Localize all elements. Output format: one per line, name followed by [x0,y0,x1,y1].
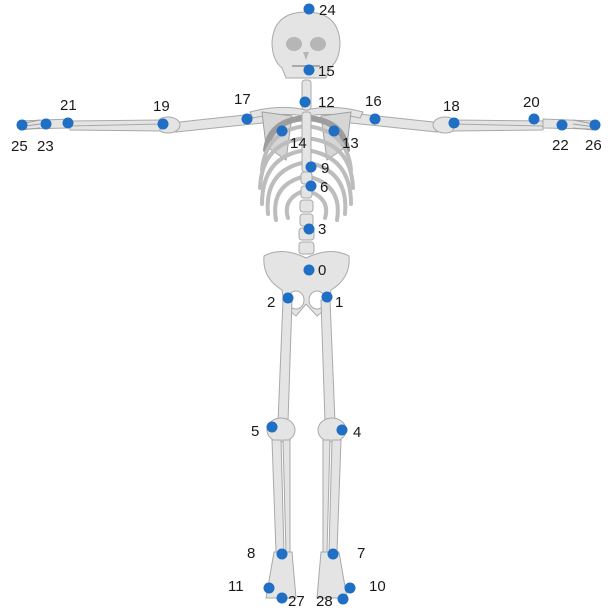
joint-marker-24 [304,4,315,15]
joint-marker-6 [306,181,317,192]
joint-label-22: 22 [552,137,569,154]
joint-marker-18 [449,118,460,129]
joint-marker-21 [63,118,74,129]
joint-marker-2 [283,293,294,304]
joint-marker-12 [300,97,311,108]
joint-label-21: 21 [60,97,77,114]
joint-label-20: 20 [523,94,540,111]
joint-marker-5 [267,422,278,433]
joint-marker-7 [328,549,339,560]
joint-label-15: 15 [318,63,335,80]
joint-label-11: 11 [228,578,244,595]
joint-marker-17 [242,114,253,125]
joint-label-5: 5 [251,423,259,440]
joint-marker-14 [277,126,288,137]
joint-marker-3 [304,224,315,235]
joint-marker-23 [41,119,52,130]
joint-marker-9 [306,162,317,173]
joint-label-10: 10 [369,578,386,595]
joint-label-16: 16 [365,93,382,110]
joint-marker-25 [17,120,28,131]
joint-marker-19 [158,119,169,130]
joint-label-25: 25 [11,138,28,155]
joint-label-17: 17 [234,91,251,108]
joint-marker-1 [322,292,333,303]
joint-marker-28 [338,594,349,605]
joint-label-4: 4 [353,424,361,441]
joint-label-12: 12 [318,94,335,111]
joint-label-14: 14 [290,135,307,152]
joint-label-1: 1 [335,294,343,311]
joint-label-28: 28 [316,593,333,610]
joint-marker-8 [277,549,288,560]
joint-label-19: 19 [153,98,170,115]
joint-marker-20 [529,114,540,125]
joint-label-24: 24 [319,2,336,19]
joint-label-8: 8 [247,545,255,562]
joint-label-2: 2 [267,294,275,311]
joint-label-27: 27 [288,593,305,610]
joint-label-3: 3 [318,221,326,238]
joint-marker-13 [329,126,340,137]
joint-marker-26 [590,120,601,131]
joint-label-18: 18 [443,98,460,115]
joint-marker-10 [345,583,356,594]
joint-label-23: 23 [37,138,54,155]
joint-label-6: 6 [320,179,328,196]
joint-label-0: 0 [318,262,326,279]
joint-label-26: 26 [585,137,602,154]
joint-marker-16 [370,114,381,125]
joint-marker-27 [277,593,288,604]
joint-marker-11 [264,583,275,594]
joint-label-13: 13 [342,135,359,152]
joint-label-7: 7 [357,545,365,562]
joint-marker-15 [304,65,315,76]
joint-marker-0 [304,265,315,276]
joint-marker-22 [557,120,568,131]
joint-marker-4 [337,425,348,436]
joint-label-9: 9 [321,160,329,177]
left-arm-bones [18,112,272,133]
